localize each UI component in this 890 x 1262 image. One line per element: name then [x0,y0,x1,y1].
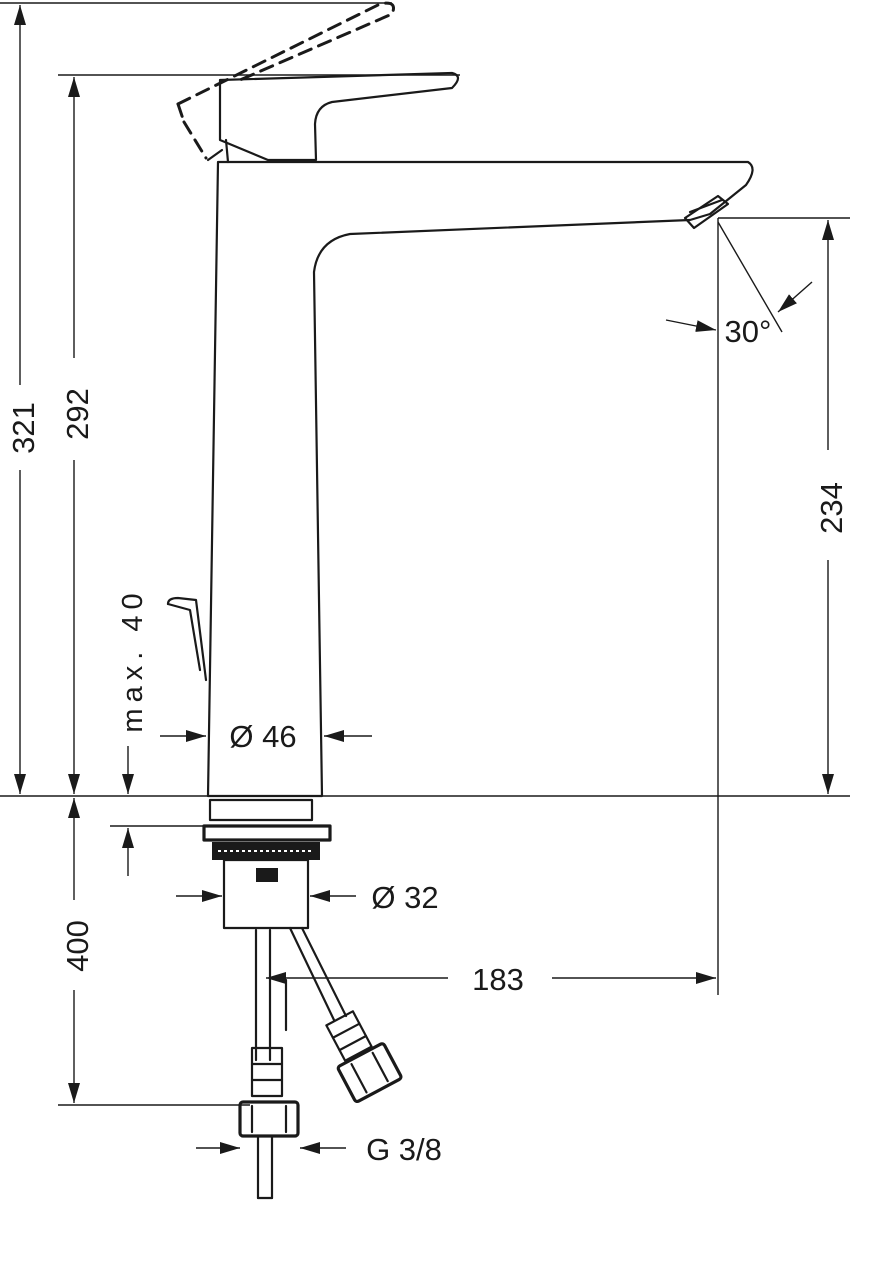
dimension-labels: 321 292 234 max. 40 400 30° Ø 46 Ø 32 18… [6,314,849,1167]
mounting-washer [202,824,332,842]
lever-handle [218,71,460,162]
dim-spout-height: 234 [814,482,849,534]
faucet-body [206,160,754,798]
dim-shank-diameter: Ø 32 [371,880,438,915]
hose-connector-left [238,1100,300,1138]
dim-aerator-angle: 30° [725,314,772,349]
dim-spout-reach: 183 [472,962,524,997]
aerator [683,194,730,230]
supply-hose-left [238,928,300,1200]
dim-lever-height: 292 [60,388,95,440]
dimension-lines [14,5,834,1154]
nut-screw [256,868,278,882]
shank-body [222,858,310,930]
dim-thread: G 3/8 [366,1132,442,1167]
pop-up-rod [166,596,208,682]
dim-max-thickness: max. 40 [117,587,149,732]
dim-hose-length: 400 [60,920,95,972]
dim-body-diameter: Ø 46 [229,719,296,754]
dim-total-height: 321 [6,402,41,454]
reference-lines [0,2,850,1106]
supply-hose-right [284,926,403,1104]
hose-connector-right [336,1042,403,1104]
faucet [166,1,754,1200]
lever-alt-position [176,1,395,106]
shank-neck [208,798,314,822]
